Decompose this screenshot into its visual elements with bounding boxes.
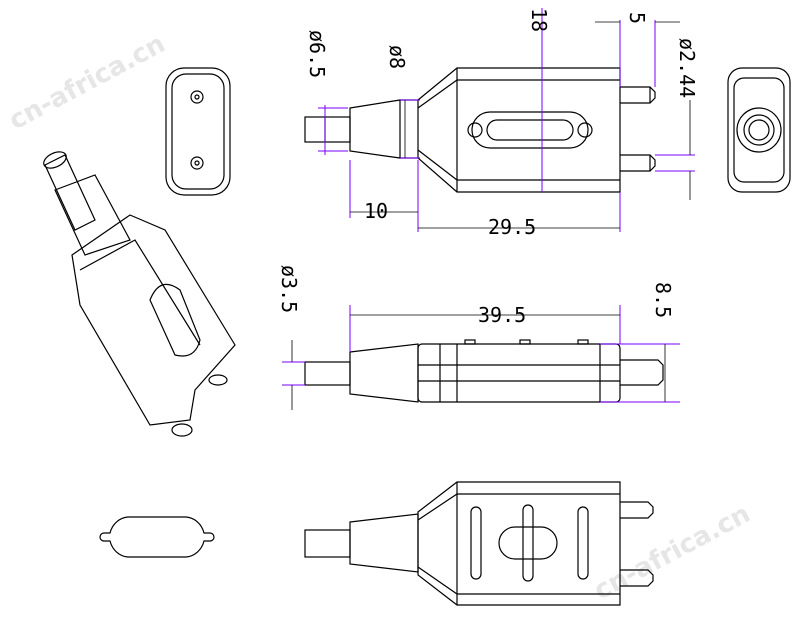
watermark-right: cn-africa.cn	[589, 499, 755, 606]
dim-pin-dia: ø2.44	[675, 38, 699, 98]
dim-height: 8.5	[651, 282, 675, 318]
watermark-left: cn-africa.cn	[4, 29, 170, 136]
dim-cable-dia: ø6.5	[305, 30, 329, 78]
top-view	[304, 67, 656, 193]
dim-neck-dia: ø8	[385, 45, 409, 69]
side-view	[304, 339, 664, 403]
end-view-left	[165, 67, 231, 196]
dim-overall-length: 39.5	[478, 303, 526, 327]
top-view-dimensions: 18 5 ø6.5 ø8 ø2.44 10 29.5	[305, 8, 699, 239]
section-shape	[99, 516, 215, 558]
dim-neck-length: 10	[364, 199, 388, 223]
dim-pin-length: 18	[527, 8, 551, 32]
bottom-view	[304, 481, 654, 606]
dim-stub-dia: ø3.5	[277, 265, 301, 313]
isometric-view	[43, 151, 236, 437]
dim-body-length: 29.5	[488, 215, 536, 239]
end-view-right	[727, 67, 791, 193]
side-view-dimensions: 39.5 8.5 ø3.5	[277, 265, 680, 410]
dim-pin-tip: 5	[625, 12, 649, 24]
